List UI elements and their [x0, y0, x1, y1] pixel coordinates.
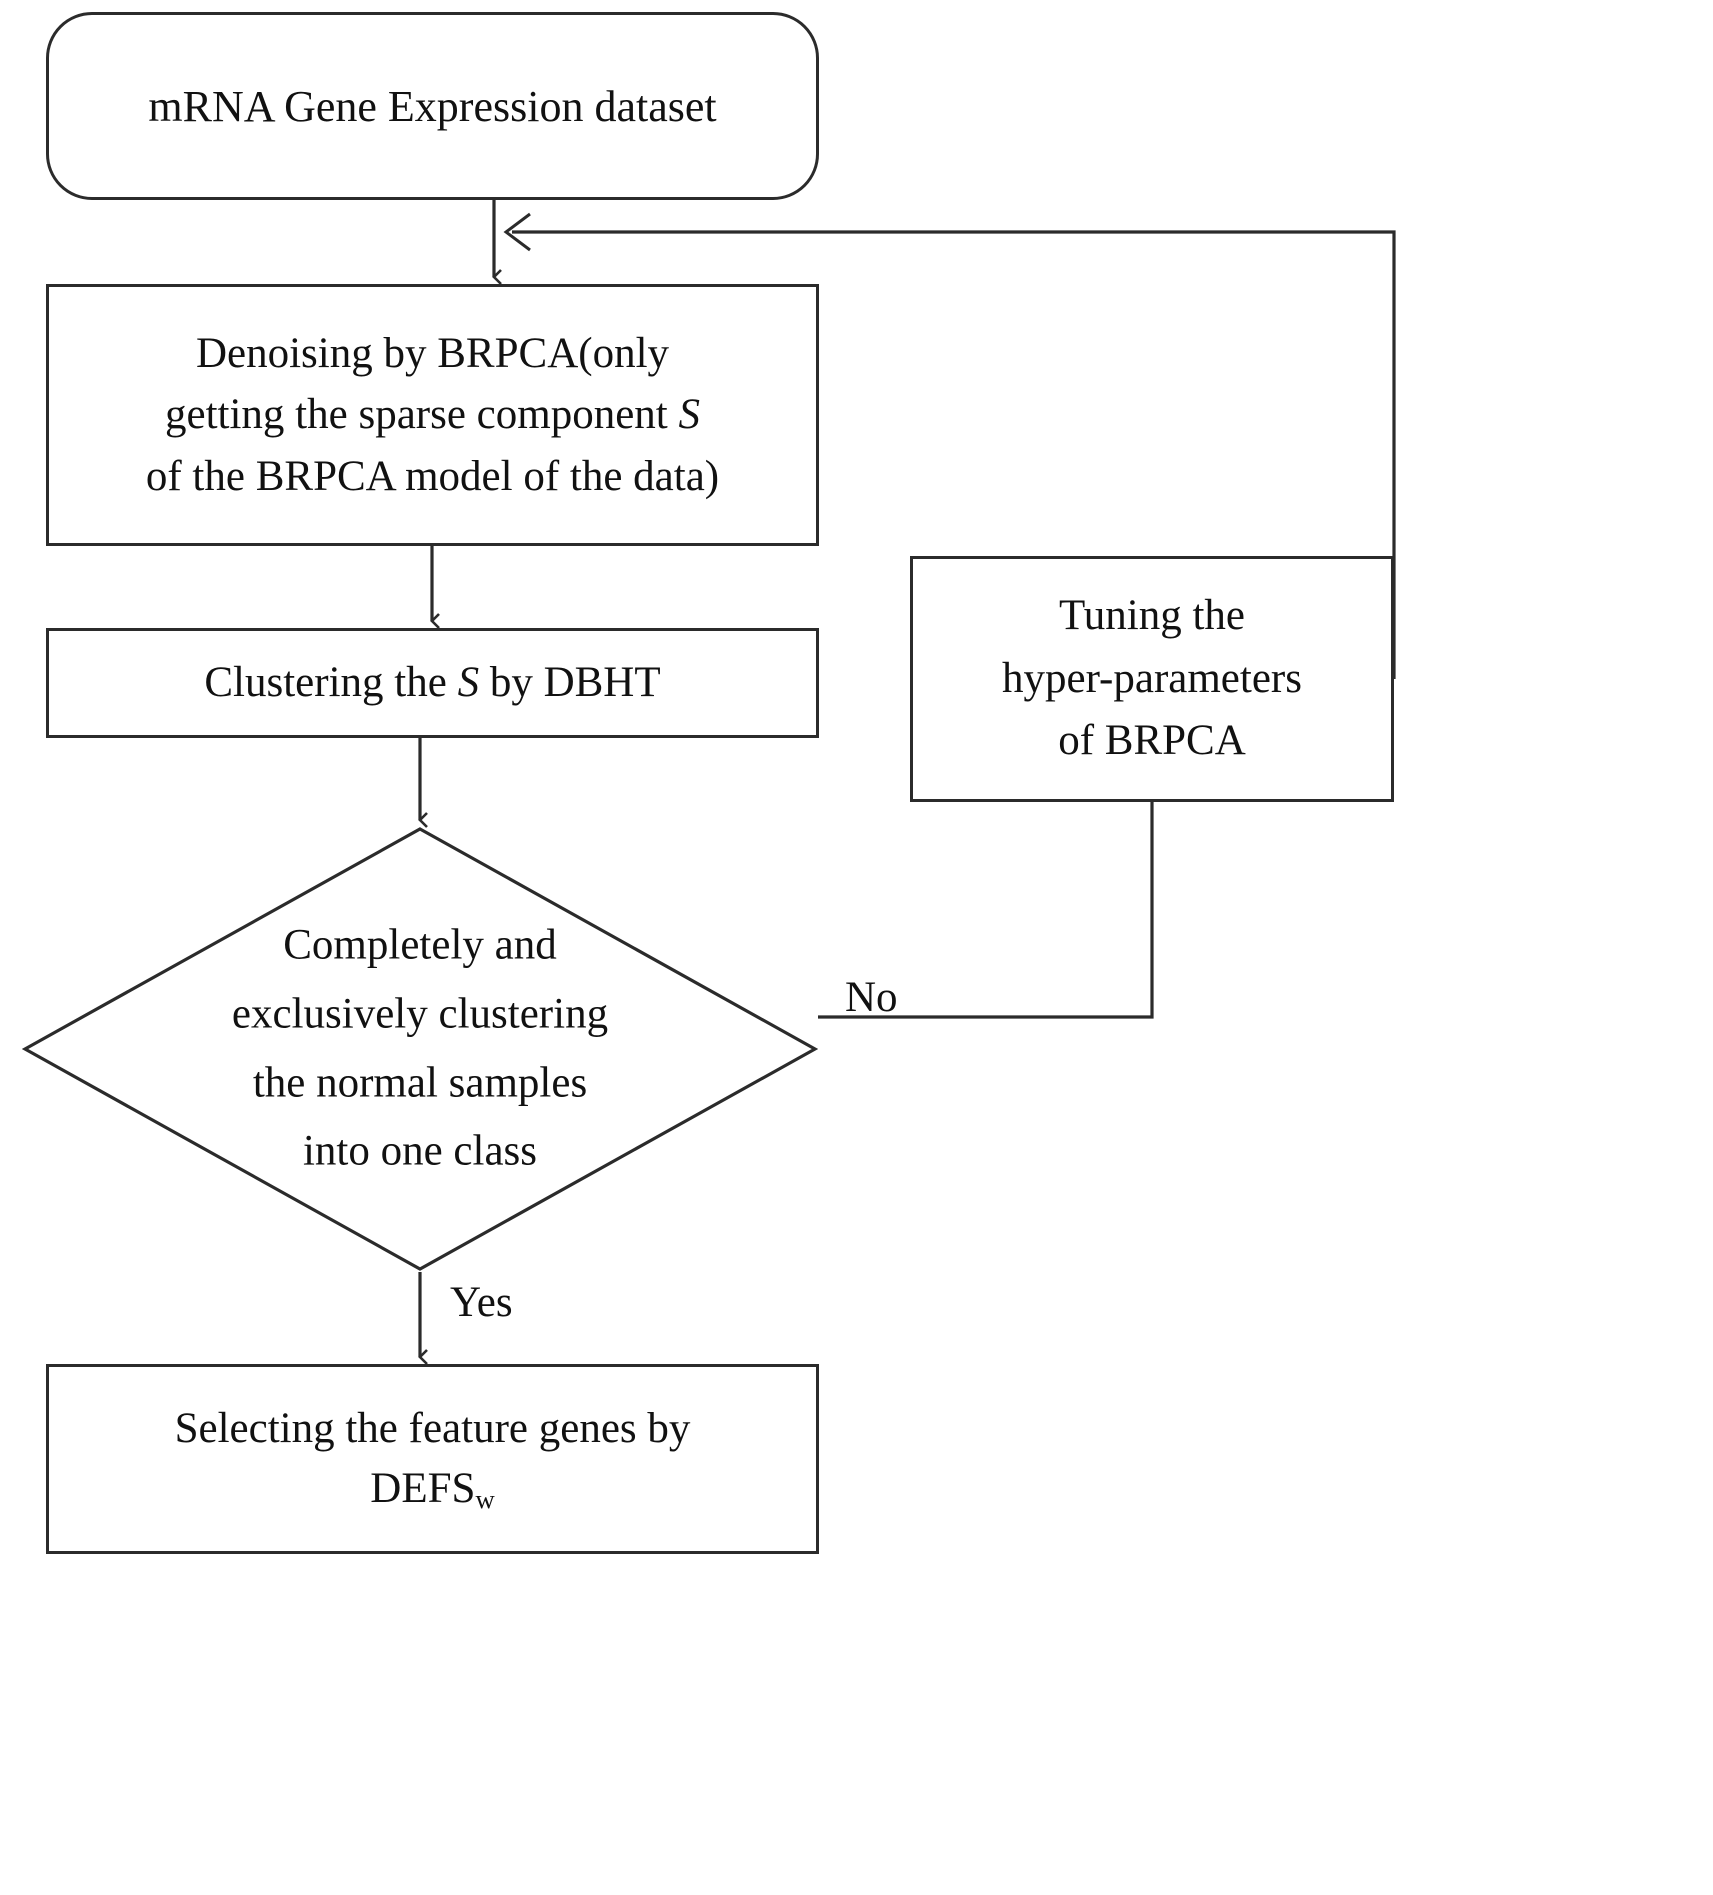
node-select-feature-genes[interactable]: Selecting the feature genes by DEFSw — [46, 1364, 819, 1554]
cluster-text-post: by DBHT — [479, 659, 661, 707]
output-line-2-pre: DEFS — [370, 1465, 476, 1512]
node-tuning-hyperparameters[interactable]: Tuning the hyper-parameters of BRPCA — [910, 556, 1394, 802]
tuning-line-2: hyper-parameters — [1002, 654, 1302, 702]
node-start-dataset[interactable]: mRNA Gene Expression dataset — [46, 12, 819, 200]
node-start-label: mRNA Gene Expression dataset — [148, 81, 717, 131]
cluster-text-pre: Clustering the — [204, 659, 458, 707]
denoise-line-3: of the BRPCA model of the data) — [145, 452, 720, 500]
denoise-sparse-symbol: S — [678, 391, 700, 439]
denoise-line-1: Denoising by BRPCA(only — [195, 330, 670, 378]
decision-line-3: the normal samples — [252, 1059, 588, 1106]
decision-line-4: into one class — [302, 1127, 538, 1175]
edge-feedback-arrowhead — [503, 212, 531, 252]
decision-line-2: exclusively clustering — [231, 990, 609, 1038]
decision-diamond-shape — [22, 827, 818, 1271]
edge-label-no: No — [845, 974, 898, 1021]
edge-label-yes: Yes — [450, 1279, 513, 1326]
output-line-1: Selecting the feature genes by — [174, 1404, 691, 1452]
node-tuning-label: Tuning the hyper-parameters of BRPCA — [913, 585, 1391, 772]
tuning-line-1: Tuning the — [1059, 592, 1245, 640]
node-decision-label: Completely and exclusively clustering th… — [205, 911, 635, 1186]
cluster-sparse-symbol: S — [457, 659, 480, 707]
node-clustering-label: Clustering the S by DBHT — [49, 656, 816, 710]
node-output-label: Selecting the feature genes by DEFSw — [49, 1399, 816, 1519]
output-defs-subscript: w — [475, 1483, 495, 1514]
denoise-line-2-pre: getting the sparse component — [165, 391, 679, 439]
node-decision-clustering-check[interactable]: Completely and exclusively clustering th… — [22, 826, 818, 1272]
tuning-line-3: of BRPCA — [1058, 717, 1246, 765]
node-denoising-brpca[interactable]: Denoising by BRPCA(only getting the spar… — [46, 284, 819, 546]
node-clustering-dbht[interactable]: Clustering the S by DBHT — [46, 628, 819, 738]
node-denoising-label: Denoising by BRPCA(only getting the spar… — [49, 323, 816, 506]
decision-line-1: Completely and — [283, 921, 557, 969]
